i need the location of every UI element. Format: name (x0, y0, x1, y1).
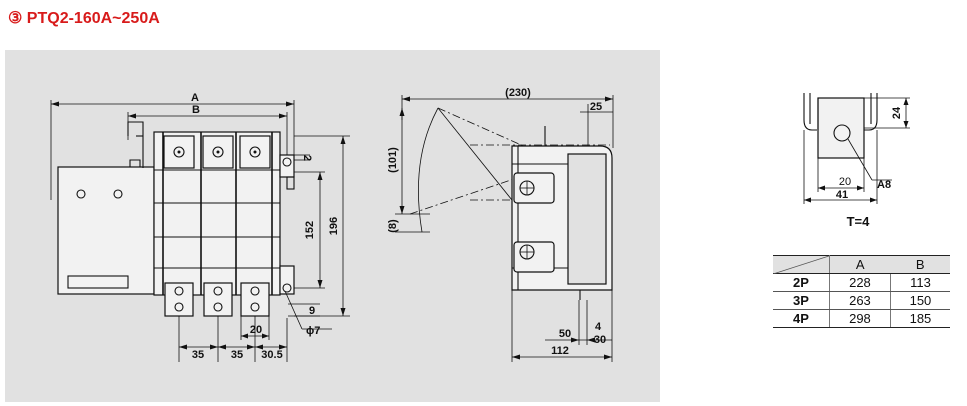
cell-A: 228 (829, 273, 891, 292)
dim-B: B (192, 104, 200, 116)
row-label: 2P (773, 273, 830, 292)
column-header-B: B (890, 255, 950, 274)
row-label: 3P (773, 291, 830, 310)
cell-B: 113 (890, 273, 950, 292)
cell-B: 185 (890, 309, 950, 328)
dim-30: 30 (594, 334, 606, 346)
dim-20: 20 (250, 324, 262, 336)
section-number: ③ (8, 10, 23, 27)
dim-35-first: 35 (192, 349, 204, 361)
dim-112: 112 (551, 345, 569, 357)
current-range: -160A~250A (68, 10, 160, 27)
thickness-label: T=4 (847, 214, 871, 229)
table-row: 2P 228 113 (773, 273, 950, 292)
dim-24: 24 (891, 106, 903, 119)
dim-A: A (191, 92, 199, 104)
section-title: ③ PTQ2-160A~250A (8, 8, 160, 28)
dim-8: (8) (387, 219, 399, 233)
dim-50: 50 (559, 328, 571, 340)
dim-35-second: 35 (231, 349, 243, 361)
table-corner (773, 255, 830, 274)
dim-9: 9 (309, 305, 315, 317)
dim-20-terminal: 20 (839, 176, 851, 188)
dim-4: 4 (595, 321, 602, 333)
terminal-detail: 24 A8 20 41 T=4 (803, 93, 910, 229)
model-name: PTQ2 (26, 10, 69, 27)
dim-230: (230) (505, 87, 531, 99)
table-row: 3P 263 150 (773, 291, 950, 310)
top-terminals (163, 135, 271, 169)
dim-101: (101) (387, 147, 399, 173)
dim-196: 196 (328, 217, 340, 235)
table-row: 4P 298 185 (773, 309, 950, 328)
cell-A: 298 (829, 309, 891, 328)
table-header-row: A B (773, 255, 950, 274)
side-view: (230) 25 (101) (8) (387, 87, 614, 362)
row-label: 4P (773, 309, 830, 328)
dim-152: 152 (304, 221, 316, 239)
dim-41: 41 (836, 189, 848, 201)
cell-A: 263 (829, 291, 891, 310)
dim-2: 2 (301, 155, 313, 161)
dim-A8: A8 (877, 179, 891, 191)
dim-phi7: ϕ7 (306, 325, 320, 337)
cell-B: 150 (890, 291, 950, 310)
bottom-terminals (164, 282, 270, 317)
dim-30-5: 30.5 (261, 349, 282, 361)
front-view: A B (50, 92, 350, 362)
column-header-A: A (829, 255, 891, 274)
dimension-table: A B 2P 228 113 3P 263 150 4P 298 185 (773, 255, 950, 328)
dim-25: 25 (590, 101, 602, 113)
